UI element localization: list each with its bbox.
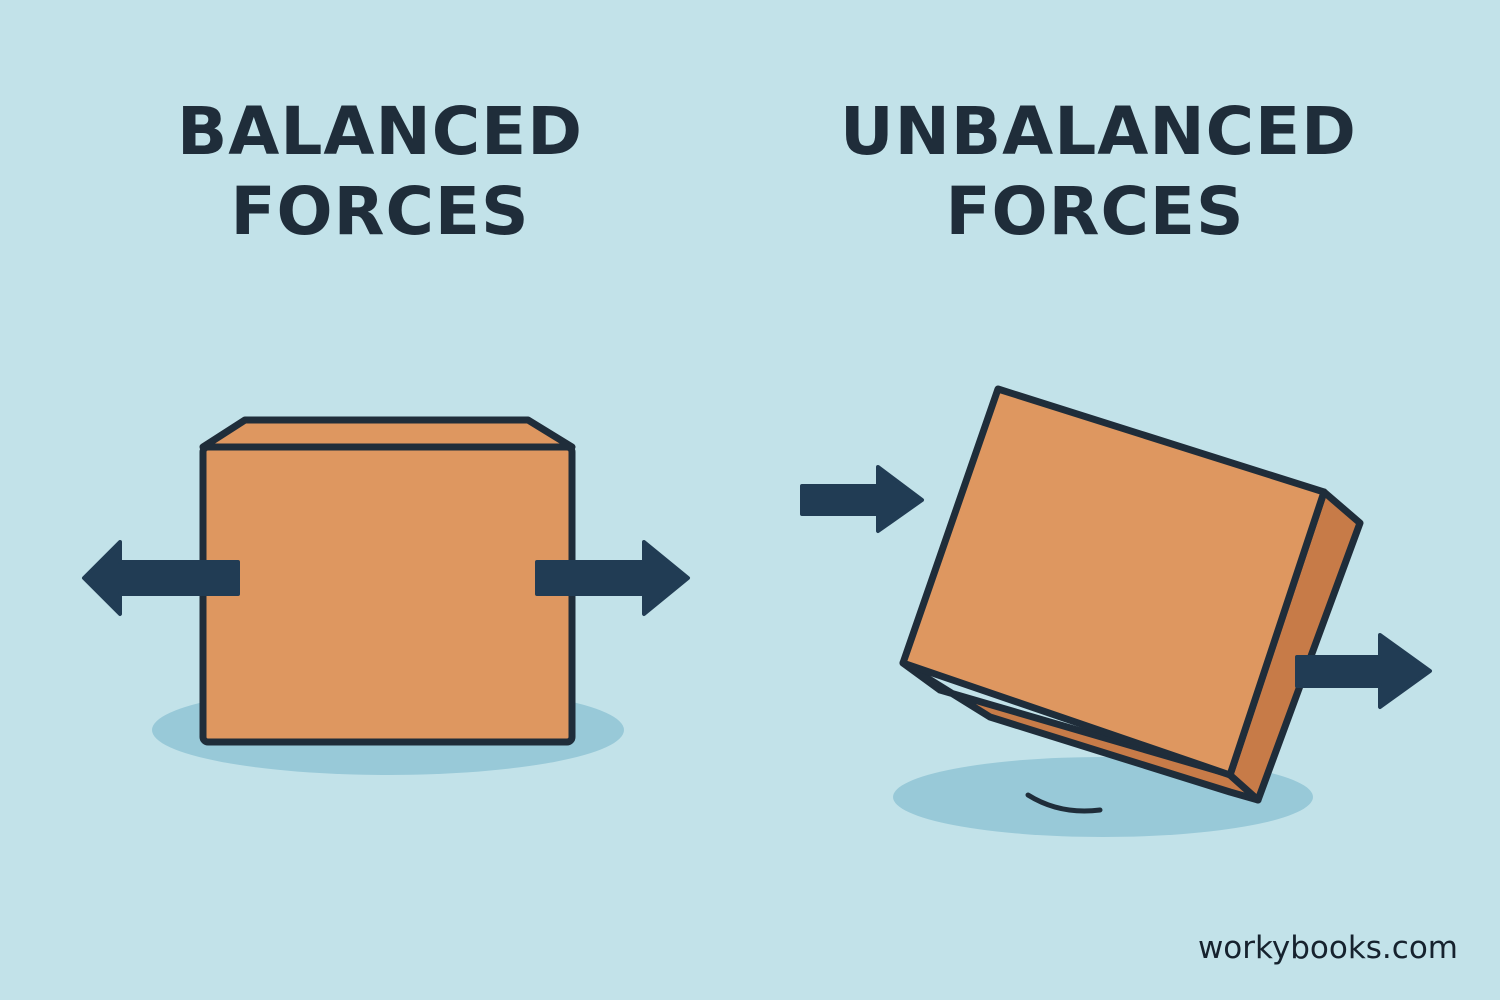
title-line: UNBALANCED: [840, 93, 1357, 170]
left-arrow-icon: [82, 540, 240, 616]
watermark: workybooks.com: [1197, 930, 1458, 966]
unbalanced-panel: [800, 385, 1432, 837]
box-front-face: [199, 443, 576, 746]
right-arrow-icon: [535, 540, 690, 616]
title-line: BALANCED: [176, 93, 584, 170]
balanced-panel: [82, 416, 690, 775]
motion-line: [1025, 792, 1103, 814]
title-line: FORCES: [230, 173, 530, 250]
box-front-face: [899, 385, 1328, 779]
balanced-forces-title: BALANCED FORCES: [130, 92, 630, 252]
right-arrow-icon: [1295, 633, 1432, 709]
box-top-face: [199, 416, 576, 451]
unbalanced-forces-title: UNBALANCED FORCES: [840, 92, 1357, 252]
title-line: FORCES: [945, 173, 1245, 250]
push-arrow-icon: [800, 465, 924, 533]
